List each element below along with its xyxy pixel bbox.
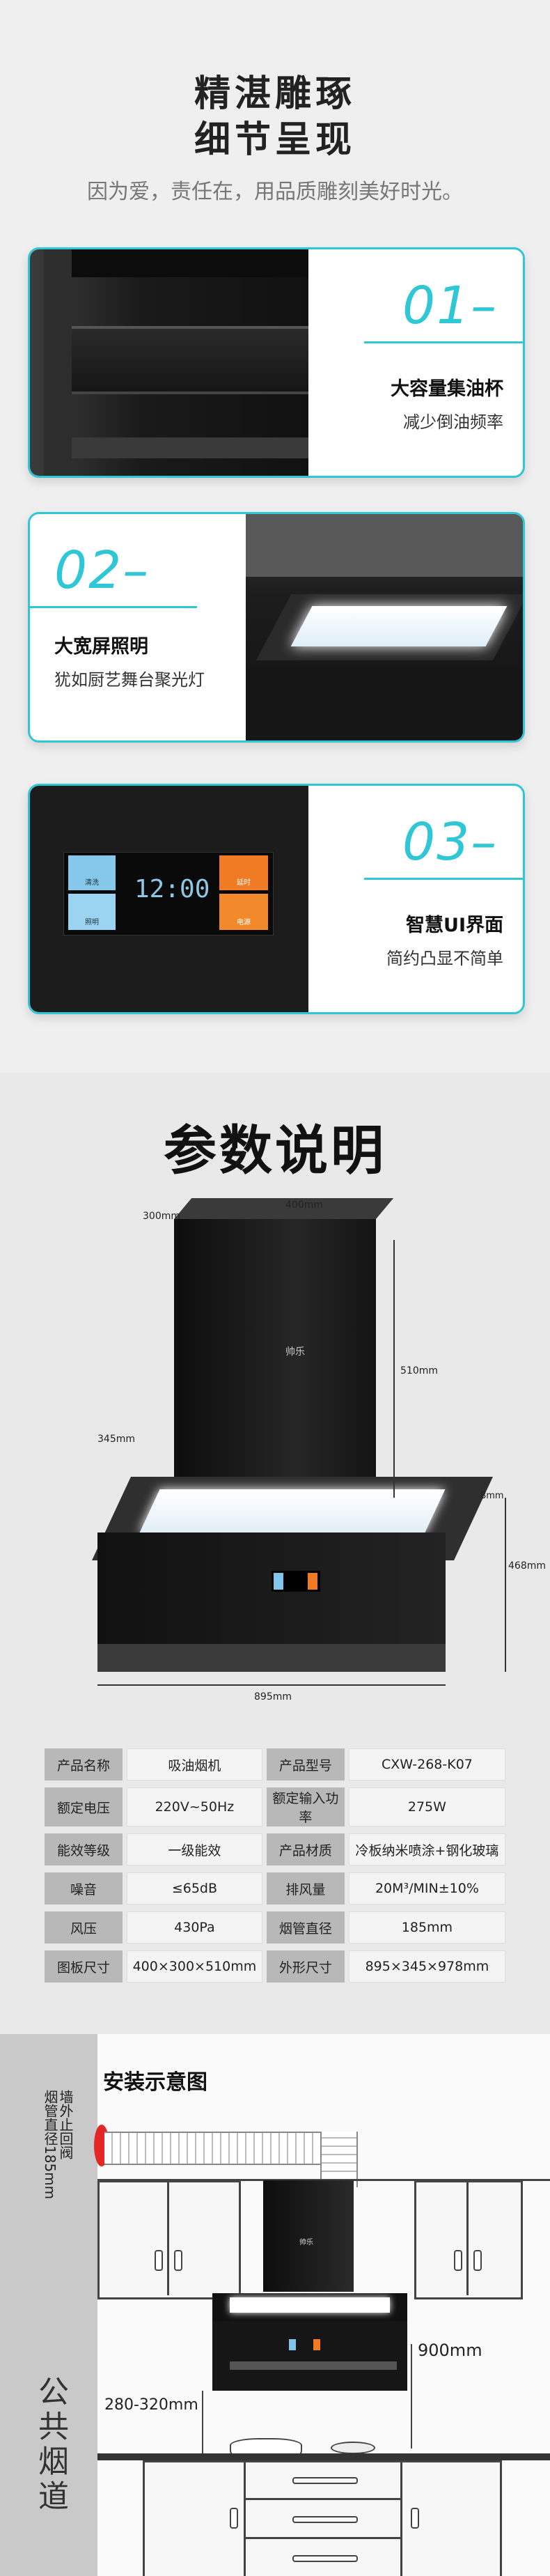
spec-label: 产品型号	[266, 1748, 345, 1780]
pipe-diameter-label: 烟管直径185mm	[42, 2090, 58, 2200]
spec-label: 风压	[45, 1911, 123, 1943]
spec-label: 噪音	[45, 1872, 123, 1904]
dim-top-width: 400mm	[285, 1200, 323, 1211]
spec-value: 185mm	[348, 1911, 505, 1943]
feature-desc: 减少倒油频率	[403, 412, 503, 432]
hood-chimney	[174, 1219, 376, 1477]
spec-label: 排风量	[266, 1872, 345, 1904]
feature-card-01: 01– 大容量集油杯 减少倒油频率	[28, 247, 525, 478]
spec-value: 一级能效	[127, 1833, 262, 1865]
install-hood-chimney	[263, 2180, 354, 2292]
install-title: 安装示意图	[103, 2070, 207, 2095]
spec-label: 产品材质	[266, 1833, 345, 1865]
spec-value: ≤65dB	[127, 1872, 262, 1904]
clock-display: 12:00	[134, 875, 210, 903]
spec-value: 430Pa	[127, 1911, 262, 1943]
dim-width: 895mm	[254, 1691, 292, 1702]
spec-label: 额定输入功率	[266, 1787, 345, 1826]
public-flue-label: 公共烟道	[33, 2375, 68, 2515]
feature-number: 02–	[54, 541, 150, 600]
spec-label: 烟管直径	[266, 1911, 345, 1943]
dim-side-small: 8mm	[480, 1491, 504, 1501]
feature-desc: 简约凸显不简单	[386, 949, 503, 968]
clean-button: 清洗	[68, 855, 116, 890]
page-title-line2: 细节呈现	[194, 119, 356, 161]
divider-line	[30, 606, 197, 608]
dim-top-height: 510mm	[400, 1365, 438, 1376]
hood-logo: 帅乐	[285, 1347, 305, 1358]
power-button: 电源	[219, 894, 268, 930]
gap-label: 280-320mm	[104, 2396, 198, 2414]
spec-value: 895×345×978mm	[348, 1950, 505, 1983]
table-row: 能效等级一级能效产品材质冷板纳米喷涂+钢化玻璃	[45, 1833, 505, 1865]
control-panel-photo: 清洗 照明 12:00 延时 电源	[30, 786, 308, 1012]
light-photo	[246, 514, 523, 740]
spec-label: 产品名称	[45, 1748, 123, 1780]
exhaust-pipe	[104, 2132, 334, 2165]
feature-card-02: 02– 大宽屏照明 犹如厨艺舞台聚光灯	[28, 512, 525, 743]
wall-column	[0, 2034, 97, 2576]
install-hood-logo: 帅乐	[299, 2239, 313, 2247]
feature-title: 智慧UI界面	[406, 915, 503, 936]
feature-desc: 犹如厨艺舞台聚光灯	[54, 670, 205, 690]
wall-valve-label: 墙外止回阀	[57, 2090, 74, 2159]
spec-value: CXW-268-K07	[348, 1748, 505, 1780]
height-label: 900mm	[418, 2341, 482, 2360]
dim-body-depth: 345mm	[97, 1434, 135, 1445]
spec-value: 20M³/MIN±10%	[348, 1872, 505, 1904]
spec-label: 额定电压	[45, 1787, 123, 1826]
divider-line	[364, 878, 523, 880]
feature-title: 大容量集油杯	[391, 378, 503, 400]
feature-number: 03–	[402, 812, 498, 872]
spec-label: 图板尺寸	[45, 1950, 123, 1983]
feature-number: 01–	[402, 276, 498, 336]
spec-value: 275W	[348, 1787, 505, 1826]
page-subtitle: 因为爱，责任在，用品质雕刻美好时光。	[87, 180, 463, 204]
dim-top-depth: 300mm	[143, 1211, 180, 1222]
upper-cabinet-left	[97, 2180, 241, 2299]
dim-body-height: 468mm	[508, 1560, 546, 1572]
light-button: 照明	[68, 894, 116, 930]
spec-value: 220V~50Hz	[127, 1787, 262, 1826]
page-title-line1: 精湛雕琢	[194, 73, 356, 115]
hood-panel	[272, 1571, 320, 1592]
upper-cabinet-right	[414, 2180, 523, 2299]
oil-cup-photo	[30, 249, 308, 476]
delay-button: 延时	[219, 855, 268, 890]
spec-label: 能效等级	[45, 1833, 123, 1865]
feature-card-03: 清洗 照明 12:00 延时 电源 03– 智慧UI界面 简约凸显不简单	[28, 784, 525, 1014]
spec-value: 吸油烟机	[127, 1748, 262, 1780]
spec-value: 冷板纳米喷涂+钢化玻璃	[348, 1833, 505, 1865]
params-title: 参数说明	[164, 1119, 386, 1181]
divider-line	[364, 341, 523, 343]
hood-dimension-drawing: 帅乐	[84, 1198, 515, 1672]
feature-title: 大宽屏照明	[54, 636, 148, 658]
spec-label: 外形尺寸	[266, 1950, 345, 1983]
lower-cabinet	[143, 2460, 502, 2576]
spec-value: 400×300×510mm	[127, 1950, 262, 1983]
install-section: 安装示意图 墙外止回阀 烟管直径185mm 公共烟道 帅乐 900mm 280-…	[0, 2034, 550, 2576]
